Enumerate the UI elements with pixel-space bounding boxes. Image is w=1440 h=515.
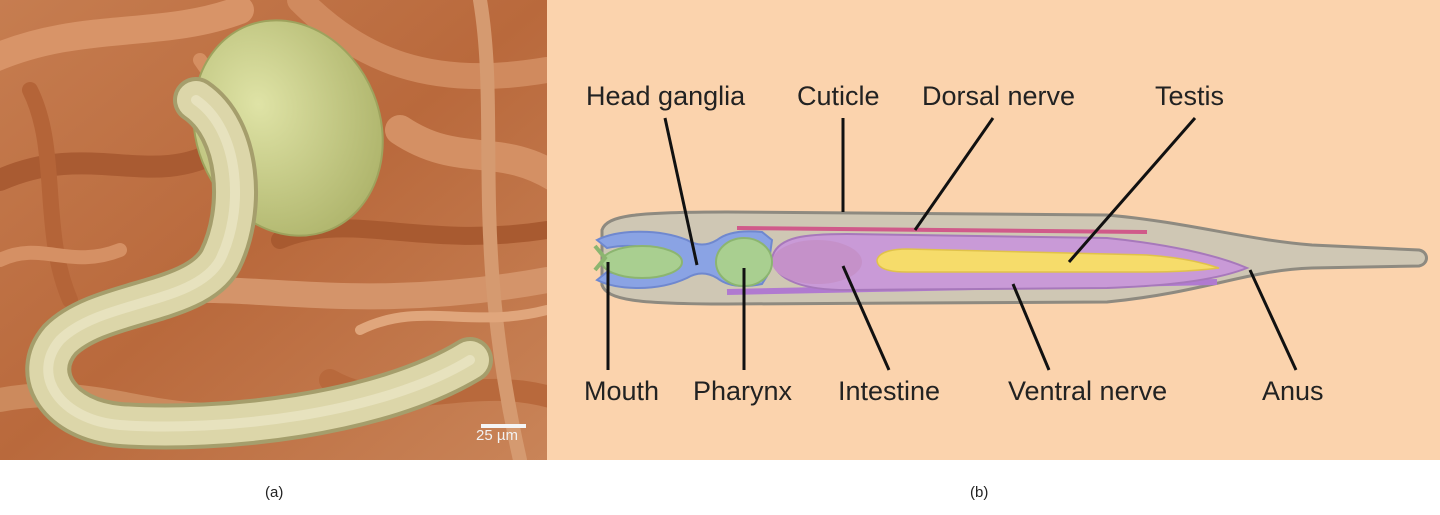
intestine-anterior xyxy=(772,240,862,284)
leader-ventral-nerve xyxy=(1011,283,1051,371)
anterior-pharynx xyxy=(601,245,683,279)
anatomy-diagram-panel: Head ganglia Cuticle Dorsal nerve Testis… xyxy=(547,0,1440,460)
label-mouth: Mouth xyxy=(584,376,660,406)
label-anus: Anus xyxy=(1262,376,1324,406)
scale-bar-label: 25 µm xyxy=(476,427,518,444)
label-cuticle: Cuticle xyxy=(797,81,880,111)
dorsal-nerve-cord xyxy=(736,226,1148,234)
label-dorsal-nerve: Dorsal nerve xyxy=(922,81,1076,111)
label-head-ganglia: Head ganglia xyxy=(586,81,746,111)
micrograph-panel: 25 µm xyxy=(0,0,547,460)
leader-head-ganglia xyxy=(663,117,699,266)
nematode-anatomy-diagram xyxy=(593,117,1428,371)
scale-bar xyxy=(481,424,526,428)
leader-dorsal-nerve xyxy=(913,117,995,231)
label-intestine: Intestine xyxy=(838,376,941,406)
leader-testis xyxy=(1067,117,1197,263)
leader-anus xyxy=(1248,269,1298,371)
leader-lines xyxy=(606,117,1298,371)
worm-sheen xyxy=(43,95,475,432)
leader-intestine xyxy=(841,265,891,371)
testis-shape xyxy=(876,248,1220,273)
caption-a: (a) xyxy=(265,484,284,501)
label-ventral-nerve: Ventral nerve xyxy=(1008,376,1168,406)
caption-b: (b) xyxy=(970,484,989,501)
mouth-opening xyxy=(593,244,608,272)
label-pharynx: Pharynx xyxy=(693,376,793,406)
nematode-micrograph xyxy=(0,0,547,460)
label-testis: Testis xyxy=(1155,81,1225,111)
